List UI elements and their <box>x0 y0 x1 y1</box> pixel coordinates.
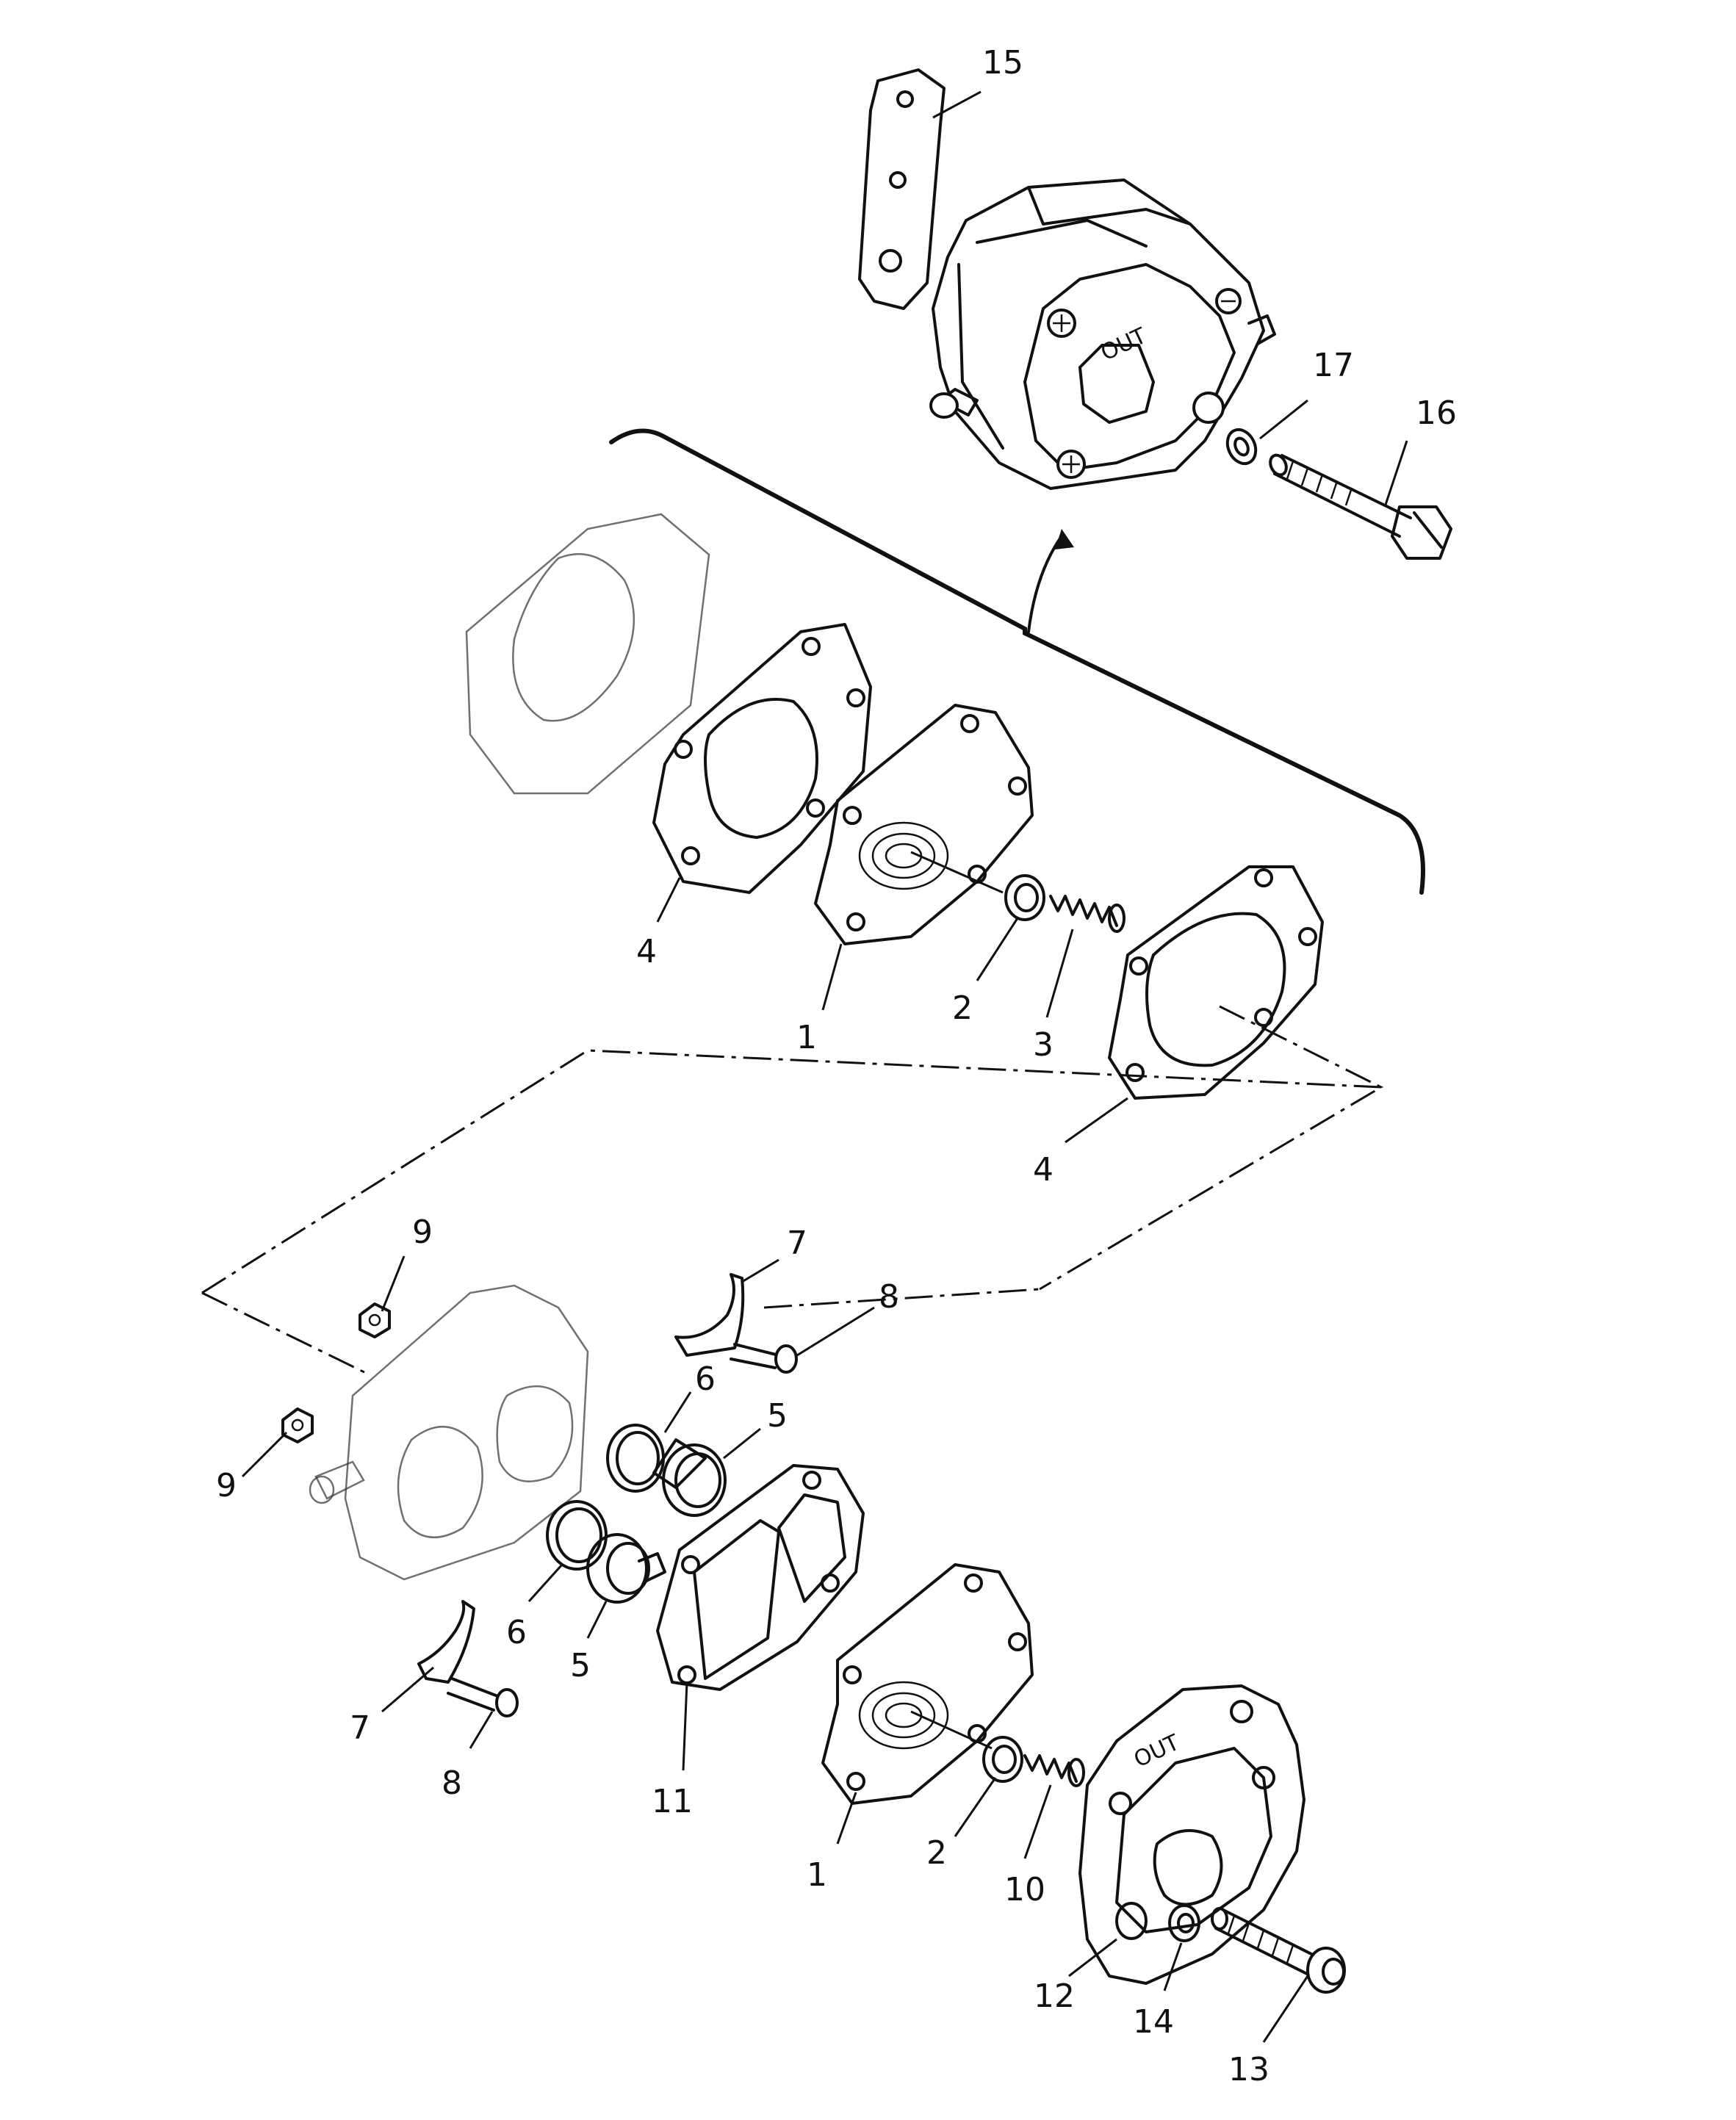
callout-14: 14 <box>1133 2003 1174 2041</box>
clip-7-upper <box>674 1273 745 1357</box>
callout-11: 11 <box>652 1783 693 1820</box>
callout-17: 17 <box>1313 347 1354 384</box>
screw-8-upper <box>730 1343 798 1374</box>
gasket-15 <box>858 68 946 310</box>
washer-17 <box>1225 428 1258 466</box>
callout-16: 16 <box>1416 394 1457 432</box>
ghost-pump-body-upper <box>465 513 710 795</box>
alignment-lines <box>201 1005 1384 1375</box>
callout-6-lower: 6 <box>506 1614 527 1651</box>
assembly-brace <box>609 428 1425 895</box>
callout-15: 15 <box>982 44 1023 82</box>
callout-8-lower: 8 <box>442 1764 462 1802</box>
callout-2-upper: 2 <box>952 989 973 1027</box>
diaphragm-1-upper <box>814 704 1034 945</box>
callout-4-lower: 4 <box>1033 1151 1054 1189</box>
callout-1-lower: 1 <box>807 1856 827 1894</box>
leader-lines <box>241 90 1408 2043</box>
washer-2-lower <box>982 1736 1023 1783</box>
ghost-pump-body-lower <box>309 1284 589 1581</box>
gasket-11 <box>656 1464 865 1691</box>
valve-5-upper <box>652 1438 727 1517</box>
callout-9-upper: 9 <box>412 1214 433 1251</box>
spring-10 <box>1023 1754 1085 1787</box>
nut-9-lower <box>281 1407 314 1443</box>
washer-2-upper <box>1004 874 1045 921</box>
spring-3 <box>1049 895 1125 933</box>
bolt-13 <box>1211 1907 1346 1994</box>
diaphragm-1-lower <box>821 1563 1034 1805</box>
bolt-16 <box>1269 453 1452 560</box>
callout-3: 3 <box>1033 1026 1054 1064</box>
callout-5-upper: 5 <box>767 1397 788 1435</box>
callout-12: 12 <box>1034 1977 1075 2015</box>
callout-4-upper: 4 <box>636 933 657 970</box>
valve-5-lower <box>586 1533 666 1604</box>
gasket-4-left <box>652 623 872 894</box>
o-ring-6-upper <box>606 1424 665 1493</box>
nut-9-upper <box>359 1302 391 1338</box>
screw-8-lower <box>447 1677 519 1717</box>
callout-10: 10 <box>1004 1871 1045 1908</box>
callout-1-upper: 1 <box>796 1019 817 1056</box>
callout-9-lower: 9 <box>216 1467 237 1504</box>
o-ring-6-lower <box>546 1500 608 1571</box>
pump-body-assembled: OUT <box>929 179 1276 490</box>
callout-2-lower: 2 <box>926 1834 947 1872</box>
out-embossed-label-bottom: OUT <box>1130 1729 1184 1773</box>
callout-6-upper: 6 <box>695 1360 716 1398</box>
callout-8-upper: 8 <box>879 1278 899 1316</box>
callout-7-lower: 7 <box>350 1709 370 1747</box>
callout-labels: 15 17 16 4 1 2 3 4 9 7 8 6 5 9 6 5 7 8 1… <box>216 44 1457 2088</box>
callout-7-upper: 7 <box>787 1225 807 1262</box>
callout-5-lower: 5 <box>570 1647 591 1684</box>
gasket-4-right <box>1108 865 1324 1100</box>
assembly-arrow <box>1027 529 1074 633</box>
washer-14 <box>1168 1904 1200 1942</box>
clip-7-lower <box>417 1600 475 1684</box>
out-embossed-label-top: OUT <box>1097 322 1150 366</box>
cover-12: OUT <box>1078 1684 1305 1985</box>
callout-13: 13 <box>1228 2051 1269 2088</box>
